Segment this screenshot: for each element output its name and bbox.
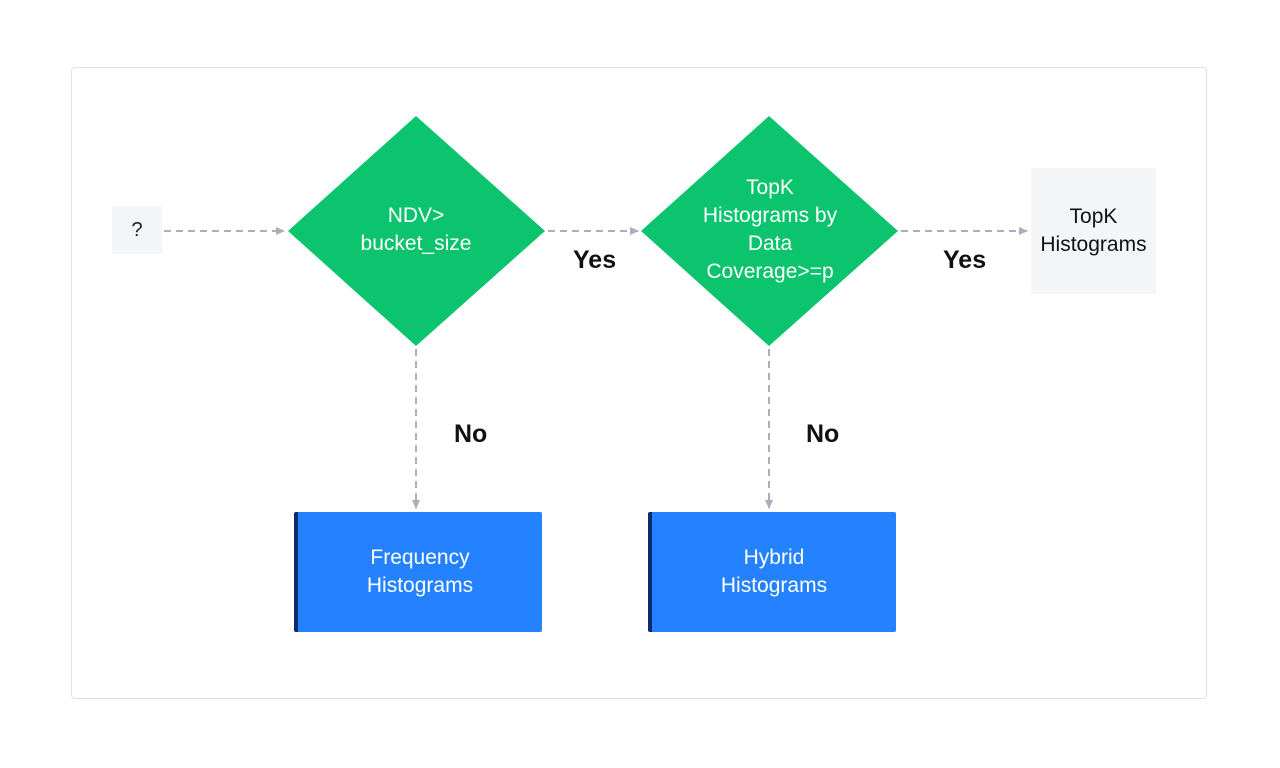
decision-ndv-line-1: NDV>	[387, 204, 445, 227]
decision-diamond-topk[interactable]	[641, 116, 898, 346]
decision-topk-line-2: Histograms by	[702, 204, 838, 227]
decision-ndv-label: NDV> bucket_size	[318, 160, 514, 300]
edge-label-ndv-no: No	[454, 420, 488, 448]
result-frequency-histograms[interactable]: Frequency Histograms	[294, 512, 542, 632]
decision-topk-line-1: TopK	[746, 176, 794, 199]
result-hybrid-line-2: Histograms	[720, 574, 828, 597]
result-topk-histograms[interactable]: TopK Histograms	[1031, 168, 1156, 294]
edge-label-topk-yes: Yes	[943, 246, 987, 274]
diagram-frame	[71, 67, 1207, 699]
result-hybrid-line-1: Hybrid	[743, 546, 805, 569]
result-topk-line-2: Histograms	[1040, 233, 1147, 256]
result-frequency-line-1: Frequency	[370, 546, 470, 569]
edge-label-ndv-yes: Yes	[573, 246, 617, 274]
decision-topk-line-3: Data	[747, 232, 793, 255]
decision-topk-label: TopK Histograms by Data Coverage>=p	[672, 160, 868, 300]
decision-diamond-ndv[interactable]	[288, 116, 545, 346]
decision-ndv-line-2: bucket_size	[360, 232, 472, 255]
start-node[interactable]: ?	[112, 206, 162, 254]
result-hybrid-histograms[interactable]: Hybrid Histograms	[648, 512, 896, 632]
edge-label-topk-no: No	[806, 420, 840, 448]
decision-topk-line-4: Coverage>=p	[706, 260, 834, 283]
start-node-label: ?	[131, 218, 143, 241]
result-topk-line-1: TopK	[1069, 205, 1118, 228]
result-frequency-line-2: Histograms	[366, 574, 474, 597]
